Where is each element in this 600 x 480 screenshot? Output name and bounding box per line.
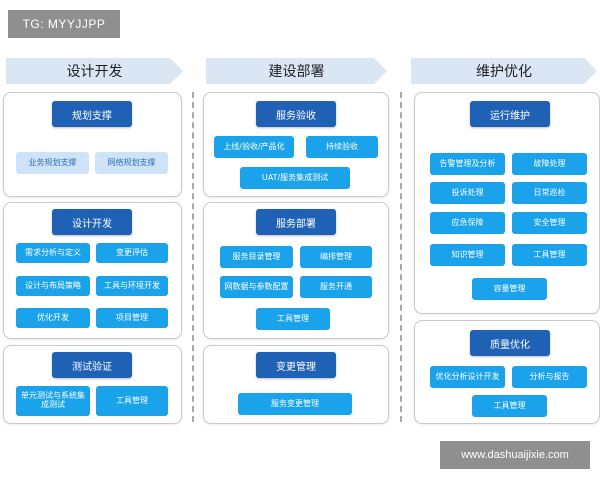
ops-item: 投诉处理 [430, 182, 505, 204]
ops-item: 知识管理 [430, 244, 505, 266]
quality-item: 分析与报告 [512, 366, 587, 388]
planning-item: 网络规划支撑 [95, 152, 168, 174]
phase-build: 建设部署 [206, 58, 387, 84]
deploy-title: 服务部署 [256, 209, 336, 235]
quality-title: 质量优化 [470, 330, 550, 356]
design-item: 设计与布局策略 [16, 276, 90, 296]
ops-item: 故障处理 [512, 153, 587, 175]
change-item: 服务变更管理 [238, 393, 352, 415]
deploy-item: 服务目录管理 [220, 246, 293, 268]
planning-title: 规划支撑 [52, 101, 132, 127]
deploy-item: 工具管理 [256, 308, 330, 330]
quality-item: 优化分析设计开发 [430, 366, 505, 388]
design-item: 工具与环境开发 [96, 276, 168, 296]
acceptance-item: UAT/服务集成测试 [240, 167, 350, 189]
ops-item: 告警管理及分析 [430, 153, 505, 175]
deploy-item: 服务开通 [300, 276, 372, 298]
tag-label: TG: MYYJJPP [8, 10, 120, 38]
ops-item: 容量管理 [472, 278, 547, 300]
acceptance-item: 上线/验收/产品化 [214, 136, 294, 158]
testing-item: 工具管理 [96, 386, 168, 416]
design-item: 优化开发 [16, 308, 90, 328]
column-divider [400, 92, 402, 422]
change-title: 变更管理 [256, 352, 336, 378]
ops-item: 应急保障 [430, 212, 505, 234]
planning-item: 业务规划支撑 [16, 152, 89, 174]
quality-item: 工具管理 [472, 395, 547, 417]
acceptance-title: 服务验收 [256, 101, 336, 127]
ops-item: 安全管理 [512, 212, 587, 234]
ops-title: 运行维护 [470, 101, 550, 127]
phase-maintain: 维护优化 [411, 58, 597, 84]
design-item: 需求分析与定义 [16, 243, 90, 263]
phase-design: 设计开发 [6, 58, 183, 84]
ops-item: 日常巡检 [512, 182, 587, 204]
column-divider [192, 92, 194, 422]
acceptance-item: 持续验收 [306, 136, 378, 158]
ops-item: 工具管理 [512, 244, 587, 266]
design-item: 变更评估 [96, 243, 168, 263]
deploy-item: 编排管理 [300, 246, 372, 268]
watermark-url: www.dashuaijixie.com [440, 441, 590, 469]
deploy-item: 网数据与参数配置 [220, 276, 293, 298]
design-title: 设计开发 [52, 209, 132, 235]
testing-title: 测试验证 [52, 352, 132, 378]
testing-item: 单元测试与系统集成测试 [16, 386, 90, 416]
design-item: 项目管理 [96, 308, 168, 328]
